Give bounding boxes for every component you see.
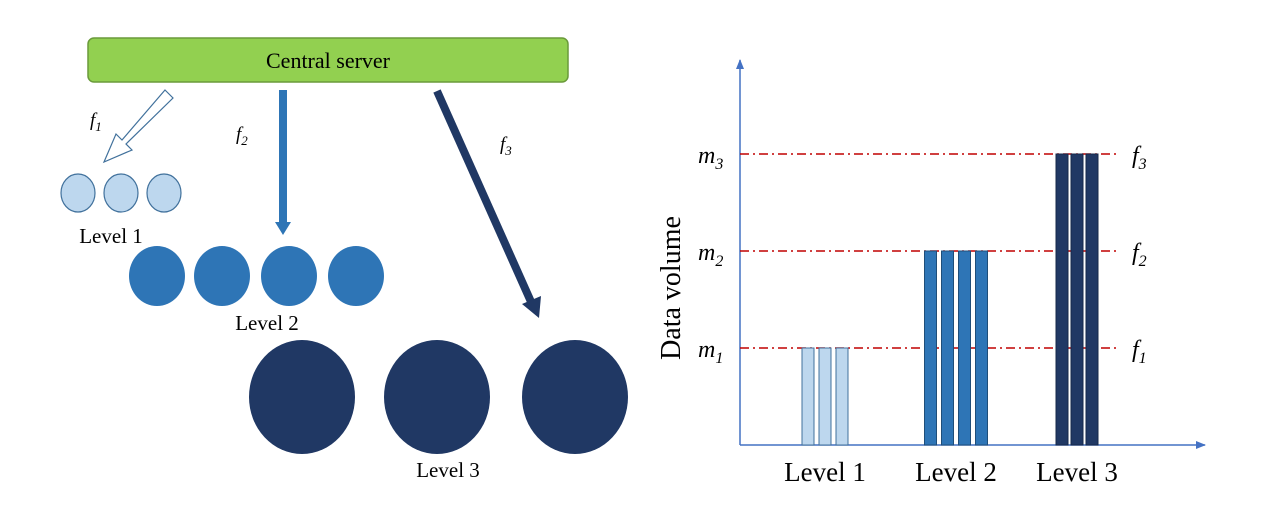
arrow-f3-head — [522, 296, 541, 318]
bar-2-4 — [975, 250, 988, 446]
level2-label: Level 2 — [235, 311, 299, 335]
level3-node — [249, 340, 355, 454]
y-tick-label: m3 — [698, 143, 723, 173]
level1-node — [60, 173, 96, 213]
y-tick-label: m1 — [698, 337, 723, 367]
data-volume-chart: Data volume m1 f1 m2 f2 m3 f3 Level 1 Level 2 L… — [656, 59, 1206, 487]
y-axis-label: Data volume — [656, 216, 687, 360]
ref-line-label: f1 — [1132, 337, 1147, 367]
hierarchy-diagram: Central server f1 f2 f3 Level 1 Level 2 — [60, 37, 628, 482]
x-tick-label: Level 3 — [1036, 457, 1118, 487]
arrow-f1-label: f1 — [90, 110, 102, 134]
arrow-f1 — [102, 89, 174, 164]
level2-node — [194, 246, 250, 306]
bar-3-1 — [1055, 153, 1069, 446]
level3-node — [522, 340, 628, 454]
arrow-f3-shaft — [433, 89, 536, 306]
level1-node — [103, 173, 139, 213]
level2-node — [328, 246, 384, 306]
level2-node — [261, 246, 317, 306]
bar-1-1 — [801, 347, 815, 446]
central-server-box — [87, 37, 569, 83]
bar-1-3 — [835, 347, 849, 446]
arrow-f3-label: f3 — [500, 134, 512, 158]
ref-line-label: f3 — [1132, 143, 1147, 173]
level2-node — [129, 246, 185, 306]
bar-2-3 — [958, 250, 971, 446]
arrow-f2 — [275, 90, 291, 235]
level1-label: Level 1 — [79, 224, 143, 248]
level1-node — [146, 173, 182, 213]
bar-2-1 — [924, 250, 937, 446]
bar-3-3 — [1085, 153, 1099, 446]
bar-2-2 — [941, 250, 954, 446]
x-tick-label: Level 2 — [915, 457, 997, 487]
level3-node — [384, 340, 490, 454]
central-server-label: Central server — [266, 48, 391, 73]
bar-1-2 — [818, 347, 832, 446]
x-tick-label: Level 1 — [784, 457, 866, 487]
arrow-f2-label: f2 — [236, 124, 248, 148]
y-tick-label: m2 — [698, 240, 723, 270]
bar-3-2 — [1070, 153, 1084, 446]
ref-line-label: f2 — [1132, 240, 1147, 270]
level3-label: Level 3 — [416, 458, 480, 482]
